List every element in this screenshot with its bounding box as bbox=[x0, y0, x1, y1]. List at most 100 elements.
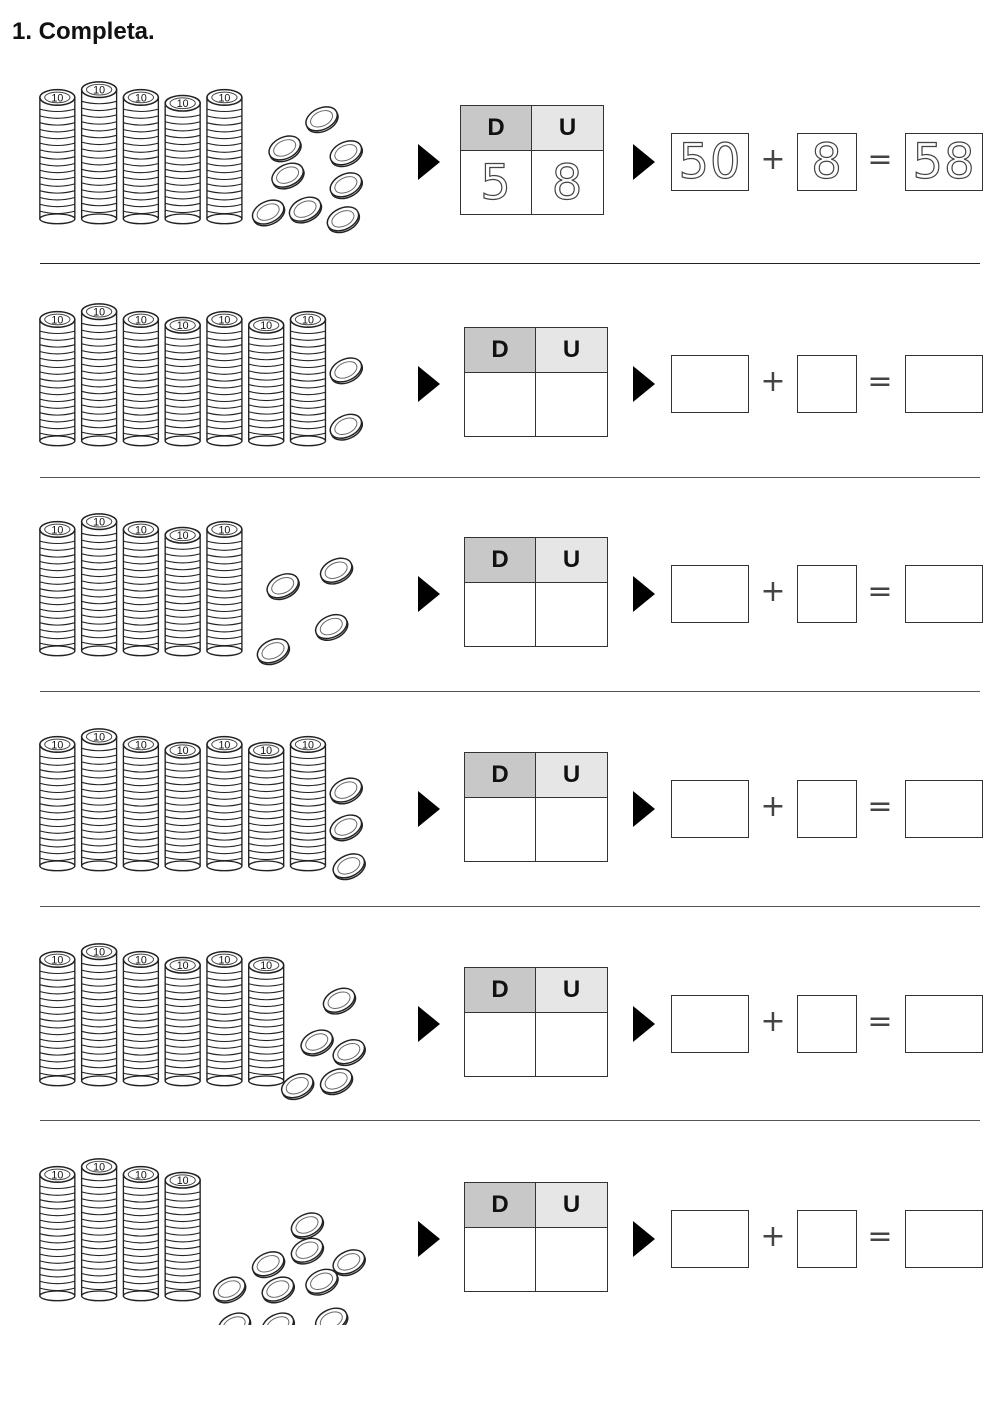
equals-sign: = bbox=[867, 1004, 893, 1039]
loose-coin bbox=[251, 199, 286, 227]
plus-sign: + bbox=[760, 789, 786, 824]
loose-coin bbox=[329, 413, 364, 441]
units-cell[interactable] bbox=[536, 1228, 607, 1291]
units-cell[interactable] bbox=[536, 1013, 607, 1076]
coin-label: 10 bbox=[51, 524, 63, 536]
units-digit: 8 bbox=[551, 154, 584, 211]
tens-cell[interactable]: 5 bbox=[461, 151, 532, 214]
coin-stack: 10 bbox=[80, 303, 118, 447]
total-value: 58 bbox=[912, 133, 976, 190]
coin-stack: 10 bbox=[247, 956, 285, 1087]
plus-sign: + bbox=[760, 364, 786, 399]
coin-label: 10 bbox=[51, 739, 63, 751]
arrow-right-icon bbox=[633, 1221, 655, 1257]
coin-stack: 10 bbox=[164, 956, 201, 1087]
arrow-right-icon bbox=[633, 791, 655, 827]
coin-stack: 10 bbox=[164, 1171, 201, 1302]
plus-sign: + bbox=[760, 1219, 786, 1254]
coin-label: 10 bbox=[177, 745, 189, 757]
total-answer-box[interactable]: 58 bbox=[905, 133, 983, 191]
units-answer-box[interactable] bbox=[797, 355, 857, 413]
equals-sign: = bbox=[867, 1219, 893, 1254]
header-tens: D bbox=[461, 106, 532, 151]
coin-label: 10 bbox=[93, 1162, 105, 1174]
plus-sign: + bbox=[760, 142, 786, 177]
equals-sign: = bbox=[867, 789, 893, 824]
coin-label: 10 bbox=[93, 307, 105, 319]
coin-stack: 10 bbox=[164, 94, 201, 225]
tens-answer-box[interactable]: 50 bbox=[671, 133, 749, 191]
loose-coin bbox=[271, 162, 305, 190]
tens-answer-box[interactable] bbox=[671, 565, 749, 623]
units-cell[interactable] bbox=[536, 373, 607, 436]
total-answer-box[interactable] bbox=[905, 1210, 983, 1268]
loose-coin bbox=[319, 557, 354, 585]
units-answer-box[interactable] bbox=[797, 995, 857, 1053]
units-cell[interactable] bbox=[536, 798, 607, 861]
coin-label: 10 bbox=[260, 745, 272, 757]
coin-label: 10 bbox=[135, 739, 147, 751]
tens-cell[interactable] bbox=[465, 583, 536, 646]
units-answer-box[interactable] bbox=[797, 565, 857, 623]
coin-stack: 10 bbox=[164, 526, 201, 657]
arrow-right-icon bbox=[633, 144, 655, 180]
tens-answer-box[interactable] bbox=[671, 1210, 749, 1268]
units-answer-box[interactable] bbox=[797, 780, 857, 838]
coin-stack: 10 bbox=[289, 735, 327, 872]
coin-label: 10 bbox=[177, 1175, 189, 1187]
header-tens: D bbox=[465, 753, 536, 798]
loose-coin bbox=[290, 1212, 325, 1240]
units-cell[interactable]: 8 bbox=[532, 151, 603, 214]
tens-cell[interactable] bbox=[465, 1228, 536, 1291]
tens-answer-box[interactable] bbox=[671, 355, 749, 413]
total-answer-box[interactable] bbox=[905, 995, 983, 1053]
units-answer-box[interactable] bbox=[797, 1210, 857, 1268]
loose-coin bbox=[329, 172, 364, 200]
header-units: U bbox=[536, 538, 607, 583]
coin-label: 10 bbox=[135, 314, 147, 326]
loose-coin bbox=[280, 1073, 315, 1101]
coin-stack: 10 bbox=[206, 735, 243, 872]
tens-cell[interactable] bbox=[465, 1013, 536, 1076]
loose-coin bbox=[314, 1307, 349, 1325]
total-answer-box[interactable] bbox=[905, 565, 983, 623]
loose-coin bbox=[332, 1249, 366, 1277]
tens-cell[interactable] bbox=[465, 798, 536, 861]
coin-stack: 10 bbox=[122, 88, 160, 225]
coin-label: 10 bbox=[93, 947, 105, 959]
coin-stack: 10 bbox=[289, 310, 327, 447]
tens-answer-box[interactable] bbox=[671, 995, 749, 1053]
loose-coin bbox=[329, 777, 364, 805]
total-answer-box[interactable] bbox=[905, 355, 983, 413]
total-answer-box[interactable] bbox=[905, 780, 983, 838]
units-cell[interactable] bbox=[536, 583, 607, 646]
units-answer-box[interactable]: 8 bbox=[797, 133, 857, 191]
coin-label: 10 bbox=[93, 517, 105, 529]
coin-stack: 10 bbox=[206, 310, 243, 447]
coin-label: 10 bbox=[93, 85, 105, 97]
loose-coin bbox=[319, 1068, 354, 1096]
loose-coin bbox=[314, 613, 349, 641]
tens-cell[interactable] bbox=[465, 373, 536, 436]
coin-label: 10 bbox=[177, 98, 189, 110]
plus-sign: + bbox=[760, 574, 786, 609]
equals-sign: = bbox=[867, 142, 893, 177]
coin-label: 10 bbox=[218, 954, 230, 966]
tens-answer-box[interactable] bbox=[671, 780, 749, 838]
coin-stack: 10 bbox=[206, 88, 243, 225]
loose-coin bbox=[217, 1312, 252, 1325]
loose-coin bbox=[326, 206, 361, 234]
coin-label: 10 bbox=[51, 954, 63, 966]
coin-stack: 10 bbox=[80, 513, 118, 657]
